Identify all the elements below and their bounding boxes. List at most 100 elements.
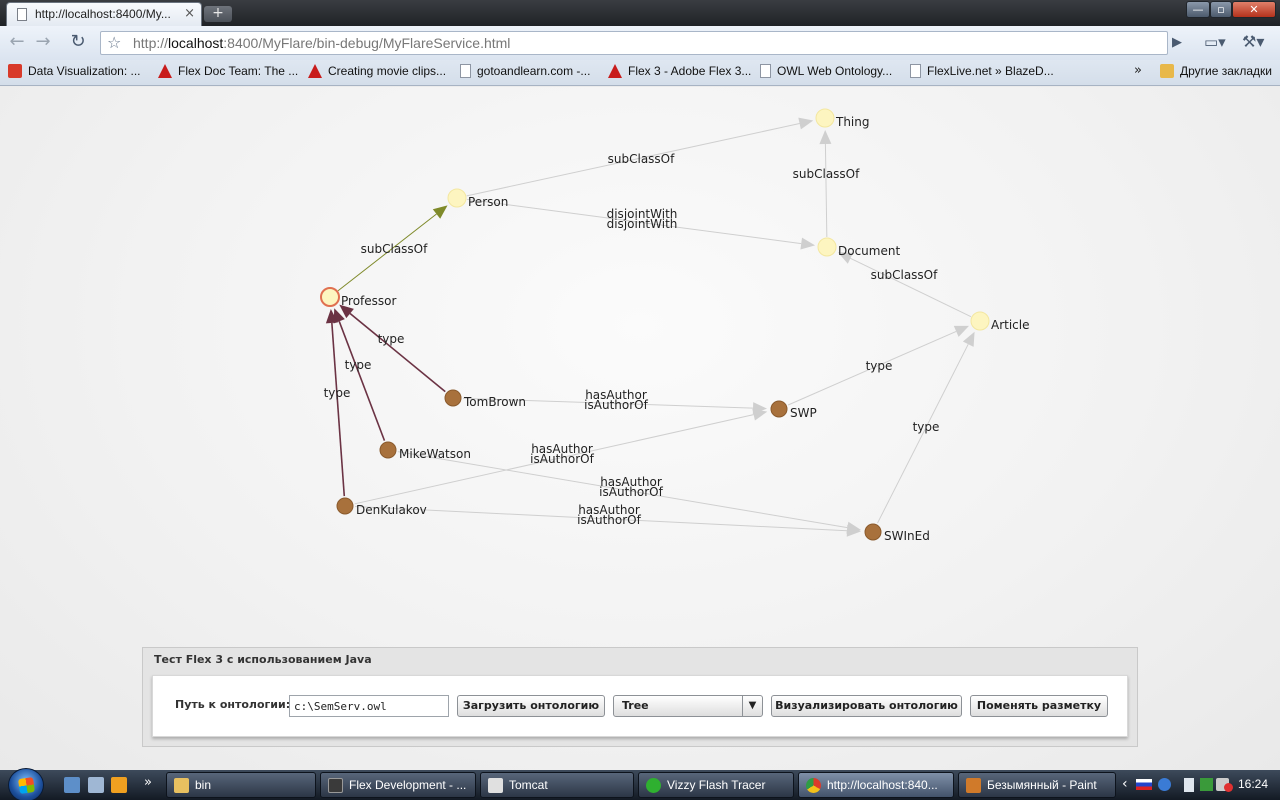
node-label: DenKulakov [356,503,427,517]
taskbar-item-paint[interactable]: Безымянный - Paint [958,772,1116,798]
device-icon[interactable] [1184,778,1194,792]
bookmark-item[interactable]: Flex 3 - Adobe Flex 3... [608,64,751,82]
clock[interactable]: 16:24 [1238,777,1269,791]
maximize-button[interactable]: ▫ [1210,1,1232,18]
task-label: Tomcat [509,778,548,792]
edge-label: hasAuthor [585,388,647,402]
edge-person-document [466,198,802,245]
edge-label: type [378,332,405,346]
bookmark-item[interactable]: OWL Web Ontology... [760,64,892,82]
edge-label: isAuthorOf [584,398,648,412]
media-player-icon[interactable] [111,777,127,793]
taskbar-item-vizzy[interactable]: Vizzy Flash Tracer [638,772,794,798]
url-text[interactable]: http://localhost:8400/MyFlare/bin-debug/… [133,35,510,51]
back-button[interactable]: ← [9,31,25,52]
bookmark-item[interactable]: Flex Doc Team: The ... [158,64,298,82]
forward-button[interactable]: → [35,31,51,52]
node-document[interactable] [817,237,837,257]
bookmark-item[interactable]: FlexLive.net » BlazeD... [910,64,1054,82]
edge-label-layer: subClassOfsubClassOfdisjointWithdisjoint… [324,152,940,527]
node-tom-brown[interactable] [444,389,462,407]
paint-icon [966,778,981,793]
load-ontology-button[interactable]: Загрузить онтологию [457,695,605,717]
bookmark-label: FlexLive.net » BlazeD... [927,64,1054,78]
edge-label: type [324,386,351,400]
tab-active[interactable]: http://localhost:8400/My... × [6,2,202,26]
taskbar-item-chrome[interactable]: http://localhost:840... [798,772,954,798]
node-swp[interactable] [770,400,788,418]
taskbar-item-tomcat[interactable]: Tomcat [480,772,634,798]
edge-swp-article [787,330,957,406]
network-icon[interactable] [1200,778,1213,791]
quicklaunch-overflow-button[interactable]: » [144,775,152,790]
bookmark-item[interactable]: Data Visualization: ... [8,64,141,82]
help-icon[interactable] [1158,778,1171,791]
show-desktop-icon[interactable] [64,777,80,793]
edge-label: disjointWith [607,217,678,231]
other-bookmarks-button[interactable]: Другие закладки [1160,64,1272,82]
visualize-ontology-button[interactable]: Визуализировать онтологию [771,695,962,717]
chevron-down-icon: ▼ [742,696,762,716]
window-switch-icon[interactable] [88,777,104,793]
bookmarks-bar: Data Visualization: ... Flex Doc Team: T… [0,60,1280,86]
new-tab-button[interactable]: + [204,6,232,22]
arrowhead-icon [339,304,354,319]
wrench-menu-icon[interactable]: ⚒▾ [1242,32,1265,51]
task-label: bin [195,778,212,792]
minimize-button[interactable]: — [1186,1,1210,18]
edge-label: isAuthorOf [599,485,663,499]
node-label: SWInEd [884,529,930,543]
bookmark-item[interactable]: gotoandlearn.com -... [460,64,590,82]
tray-chevron-icon[interactable]: ‹ [1122,776,1128,792]
star-icon[interactable]: ☆ [107,33,122,52]
edge-article-document [850,257,972,318]
address-bar[interactable]: ☆ http://localhost:8400/MyFlare/bin-debu… [100,31,1168,55]
system-tray: ‹ 16:24 [1120,770,1280,800]
folder-icon [1160,64,1174,78]
taskbar-item-bin[interactable]: bin [166,772,316,798]
bookmark-item[interactable]: Creating movie clips... [308,64,446,82]
ontology-path-label: Путь к онтологии: [175,698,291,711]
layout-select[interactable]: Tree ▼ [613,695,763,717]
taskbar-item-flex[interactable]: Flex Development - ... [320,772,476,798]
adobe-icon [608,64,622,78]
tomcat-icon [488,778,503,793]
go-icon[interactable]: ▶ [1172,35,1182,50]
page-menu-icon[interactable]: ▭▾ [1204,33,1226,51]
arrowhead-icon [752,408,768,421]
adobe-icon [158,64,172,78]
reload-button[interactable]: ↻ [70,31,86,52]
windows-logo-icon [18,777,35,794]
panel-body: Путь к онтологии: Загрузить онтологию Tr… [152,675,1128,737]
change-layout-button[interactable]: Поменять разметку [970,695,1108,717]
edge-label: type [913,420,940,434]
language-flag-icon[interactable] [1136,779,1152,790]
browser-toolbar: ← → ↻ ☆ http://localhost:8400/MyFlare/bi… [0,26,1280,60]
node-thing[interactable] [815,108,835,128]
start-button[interactable] [8,768,44,800]
bookmarks-overflow-button[interactable]: » [1134,63,1142,78]
task-label: Безымянный - Paint [987,778,1097,792]
edge-mike-watson-professor [338,321,386,441]
node-label: Person [468,195,508,209]
node-label: Thing [835,115,870,129]
folder-icon [174,778,189,793]
node-professor[interactable] [320,287,340,307]
bookmark-label: Creating movie clips... [328,64,447,78]
vizzy-icon [646,778,661,793]
edge-label: hasAuthor [531,442,593,456]
node-label: Professor [341,294,396,308]
close-window-button[interactable]: ✕ [1232,1,1276,18]
node-person[interactable] [447,188,467,208]
adobe-icon [308,64,322,78]
node-swin-ed[interactable] [864,523,882,541]
node-mike-watson[interactable] [379,441,397,459]
ontology-graph[interactable]: subClassOfsubClassOfdisjointWithdisjoint… [0,87,1280,770]
ontology-path-input[interactable] [289,695,449,717]
close-tab-icon[interactable]: × [184,6,195,21]
node-den-kulakov[interactable] [336,497,354,515]
node-article[interactable] [970,311,990,331]
edge-layer [325,117,975,537]
edge-person-thing [466,123,800,197]
